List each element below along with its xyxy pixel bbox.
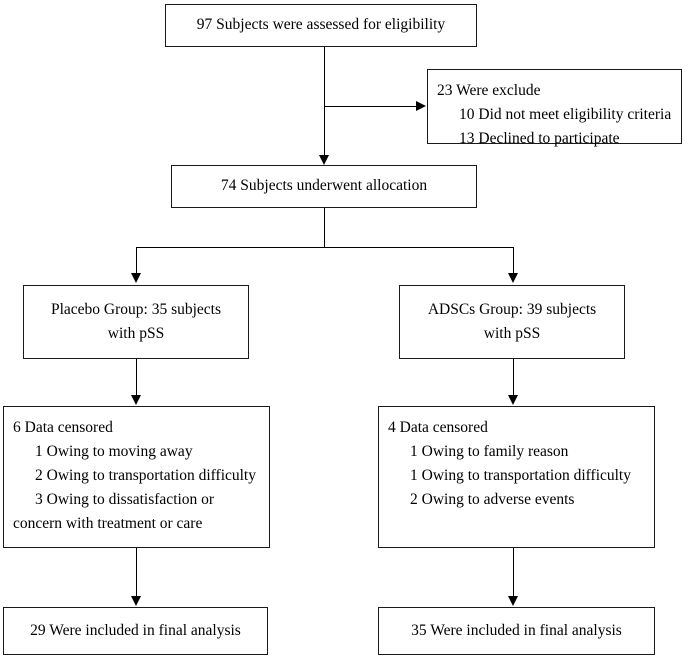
node-underwent-allocation: 74 Subjects underwent allocation [171, 165, 477, 208]
connector-allocation-stem [324, 208, 325, 247]
excluded-heading: 23 Were exclude [437, 82, 541, 99]
connector-placebo-to-censored [136, 359, 137, 397]
allocation-label: 74 Subjects underwent allocation [220, 177, 428, 195]
arrowhead-adscs-censored [508, 395, 518, 405]
adscs-censored-item-1: 1 Owing to transportation difficulty [410, 467, 631, 485]
excluded-item-0: 10 Did not meet eligibility criteria [459, 106, 672, 124]
adscs-censored-heading: 4 Data censored [388, 419, 488, 436]
adscs-group-line1: ADSCs Group: 39 subjects [427, 300, 597, 318]
node-excluded: 23 Were exclude 10 Did not meet eligibil… [427, 69, 682, 147]
arrowhead-allocation [319, 155, 329, 165]
adscs-censored-item-0: 1 Owing to family reason [410, 443, 569, 461]
adscs-censored-item-2: 2 Owing to adverse events [410, 491, 575, 509]
arrowhead-placebo-group [131, 273, 141, 283]
connector-placebo-censored-to-final [136, 548, 137, 598]
node-adscs-group: ADSCs Group: 39 subjects with pSS [399, 285, 625, 359]
placebo-censored-heading: 6 Data censored [13, 419, 113, 436]
connector-allocation-to-adscs [513, 247, 514, 275]
placebo-censored-item-1: 2 Owing to transportation difficulty [35, 467, 256, 485]
node-assessed-for-eligibility: 97 Subjects were assessed for eligibilit… [165, 4, 477, 47]
node-adscs-final-analysis: 35 Were included in final analysis [378, 607, 655, 655]
connector-allocation-split-bar [136, 247, 514, 248]
connector-adscs-to-censored [513, 359, 514, 397]
node-placebo-group: Placebo Group: 35 subjects with pSS [23, 285, 249, 359]
node-placebo-data-censored: 6 Data censored 1 Owing to moving away 2… [3, 406, 270, 548]
placebo-censored-item-2-part2: concern with treatment or care [13, 515, 203, 533]
connector-allocation-to-placebo [136, 247, 137, 275]
assessed-label: 97 Subjects were assessed for eligibilit… [196, 16, 446, 34]
placebo-final-label: 29 Were included in final analysis [30, 621, 241, 639]
placebo-group-line2: with pSS [107, 325, 165, 342]
arrowhead-adscs-group [508, 273, 518, 283]
arrowhead-placebo-censored [131, 395, 141, 405]
node-adscs-data-censored: 4 Data censored 1 Owing to family reason… [378, 406, 655, 548]
arrowhead-adscs-final [508, 596, 518, 606]
connector-assessed-to-allocation [324, 47, 325, 157]
connector-to-excluded [324, 106, 420, 107]
arrowhead-placebo-final [131, 596, 141, 606]
placebo-censored-item-2-part1: 3 Owing to dissatisfaction or [35, 491, 215, 509]
placebo-censored-item-0: 1 Owing to moving away [35, 443, 193, 461]
adscs-group-line2: with pSS [483, 325, 541, 342]
excluded-item-1: 13 Declined to participate [459, 130, 620, 148]
arrowhead-excluded [416, 101, 426, 111]
node-placebo-final-analysis: 29 Were included in final analysis [3, 607, 268, 655]
placebo-group-line1: Placebo Group: 35 subjects [50, 300, 222, 318]
adscs-final-label: 35 Were included in final analysis [411, 621, 622, 639]
connector-adscs-censored-to-final [513, 548, 514, 598]
